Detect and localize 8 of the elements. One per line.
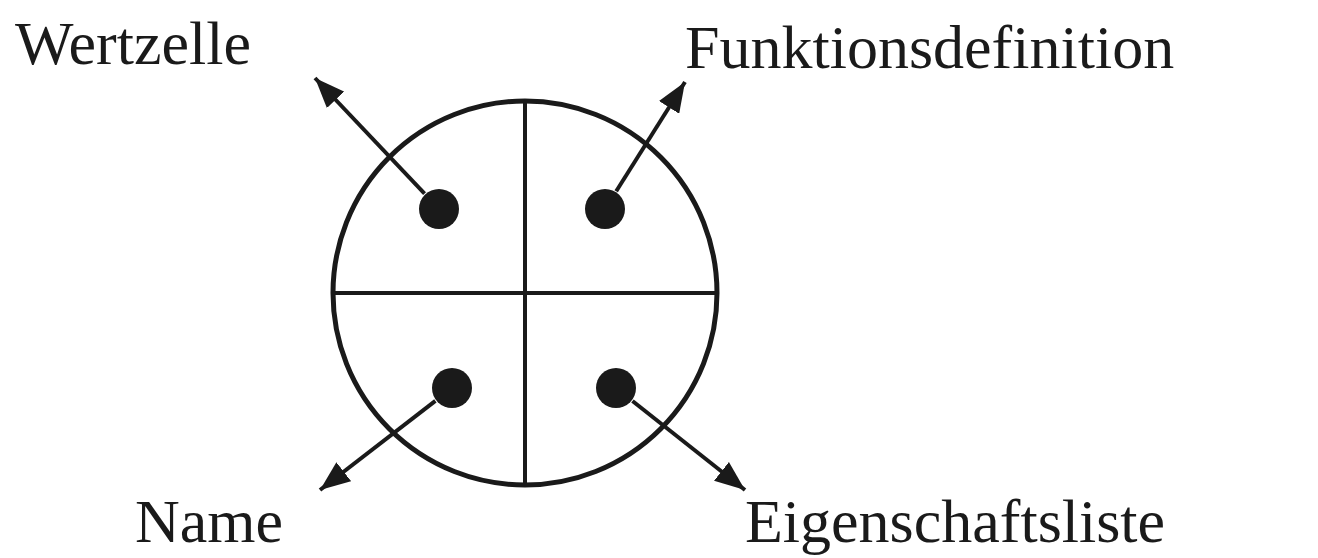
label-text: Name [135, 490, 320, 556]
label-text: Funktionsdefinition [685, 16, 1305, 82]
label-text: Eigenschaftsliste [745, 490, 1265, 556]
arrow [614, 80, 687, 193]
label-text: Wertzelle [15, 12, 315, 78]
arrow [318, 399, 437, 492]
arrow [631, 399, 747, 492]
arrow [313, 76, 426, 196]
